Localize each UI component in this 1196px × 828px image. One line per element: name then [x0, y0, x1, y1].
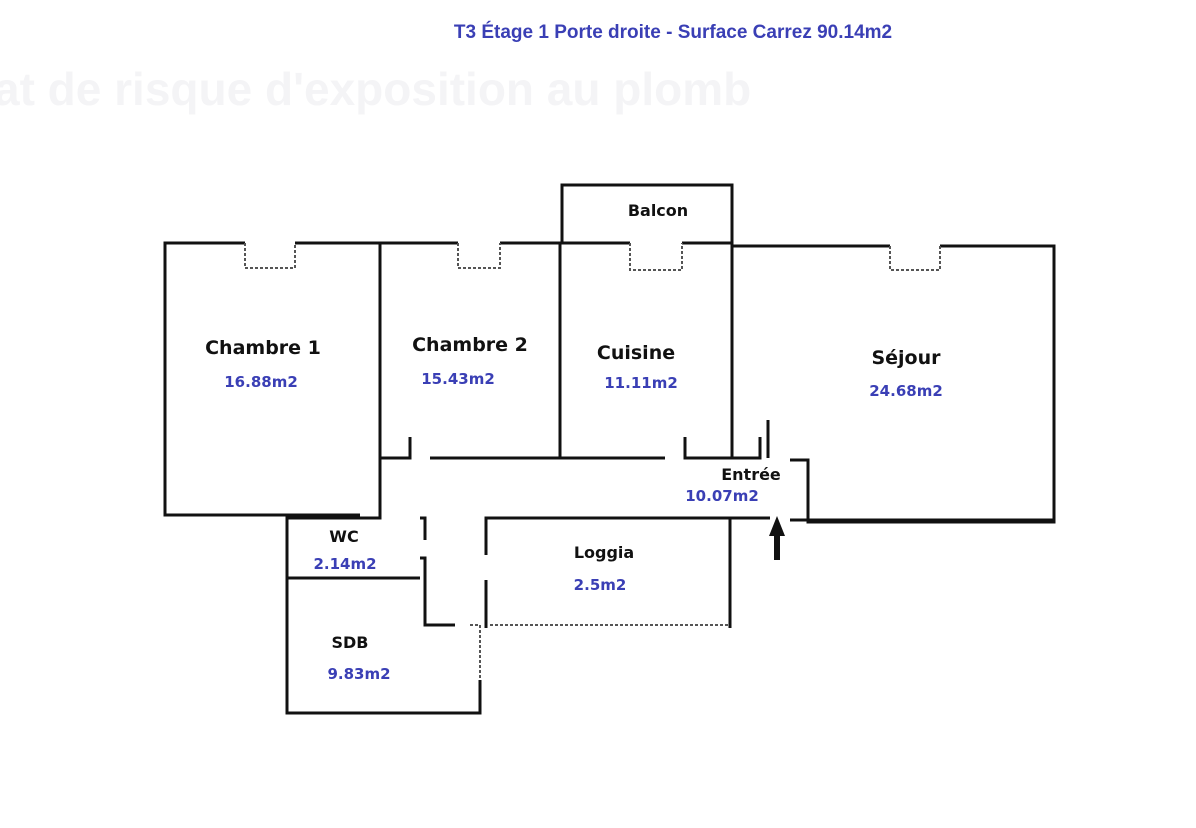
- room-area-sdb: 9.83m2: [327, 665, 391, 683]
- plan-title: T3 Étage 1 Porte droite - Surface Carrez…: [453, 22, 893, 43]
- room-name-balcon: Balcon: [627, 201, 689, 220]
- room-area-loggia: 2.5m2: [573, 576, 627, 594]
- room-name-sdb: SDB: [331, 633, 369, 652]
- room-name-loggia: Loggia: [573, 543, 635, 562]
- wall-wc-right: [420, 516, 427, 540]
- room-name-wc: WC: [329, 527, 359, 546]
- wall-sejour-outer: [790, 244, 1056, 524]
- entrance-arrow-icon: [769, 516, 785, 560]
- window-marks: [244, 243, 941, 271]
- room-name-chambre1: Chambre 1: [205, 337, 321, 359]
- background-watermark-text: at de risque d'exposition au plomb: [0, 63, 752, 115]
- room-area-cuisine: 11.11m2: [604, 374, 678, 392]
- wall-corridor-top: [380, 437, 412, 460]
- wall-wc: [285, 500, 482, 715]
- wall-sdb-right: [420, 556, 455, 627]
- room-area-wc: 2.14m2: [313, 555, 377, 573]
- wall-corridor-bottom: [484, 516, 770, 555]
- wall-sdb-door: [470, 624, 481, 680]
- room-area-chambre2: 15.43m2: [421, 370, 495, 388]
- room-name-sejour: Séjour: [871, 347, 941, 369]
- room-area-entree: 10.07m2: [685, 487, 759, 505]
- room-name-entree: Entrée: [721, 465, 781, 484]
- room-name-chambre2: Chambre 2: [412, 334, 528, 356]
- room-area-sejour: 24.68m2: [869, 382, 943, 400]
- walls: [163, 183, 1056, 715]
- wall-chambre1: [163, 241, 360, 517]
- wall-balcon: [560, 183, 734, 458]
- room-area-chambre1: 16.88m2: [224, 373, 298, 391]
- wall-corridor-top3: [683, 437, 762, 460]
- room-name-cuisine: Cuisine: [596, 342, 676, 364]
